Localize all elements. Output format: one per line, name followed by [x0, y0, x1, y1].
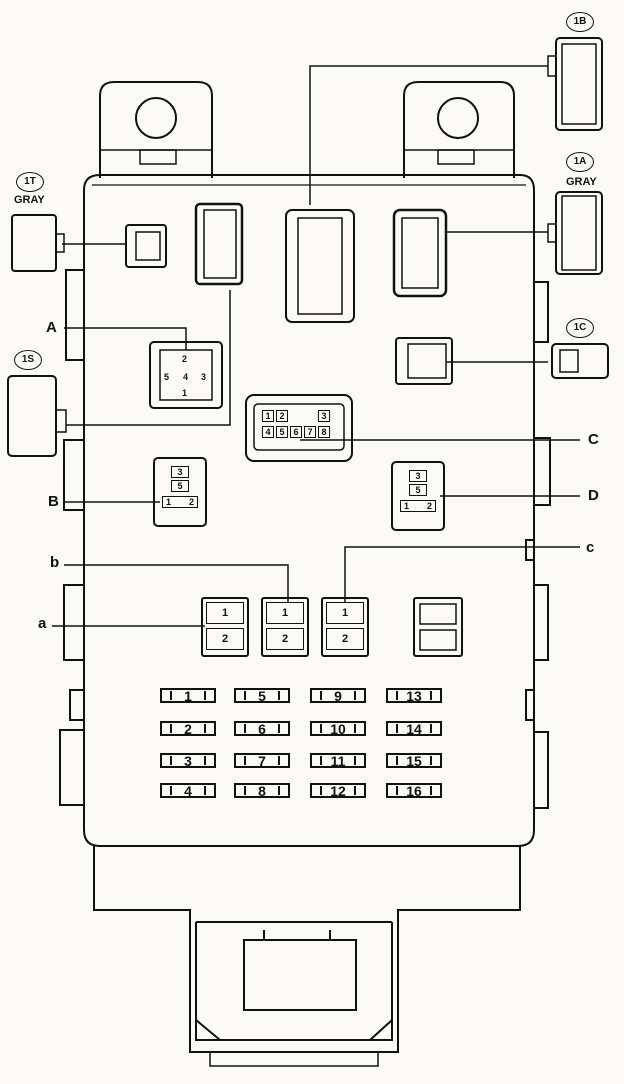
relay-c-cell-2: 2 [326, 628, 364, 650]
fuse-number: 1 [184, 688, 192, 704]
label-d-upper: D [588, 487, 599, 504]
pin: 7 [304, 426, 316, 438]
connector-a-pin: 3 [201, 372, 207, 382]
connector-c-pins: 1 2 3 4 5 6 7 8 [262, 410, 338, 438]
fuse-6: 6 [234, 721, 290, 737]
pin: 3 [409, 470, 427, 482]
relay-socket-b: 3 5 1 2 [162, 466, 198, 508]
fuse-1: 1 [160, 688, 216, 704]
connector-1t-tag: 1T [16, 172, 44, 192]
connector-a-pin: 5 [164, 372, 170, 382]
fuse-8: 8 [234, 783, 290, 799]
relay-a: 1 2 [206, 602, 244, 650]
connector-1t-color: GRAY [14, 194, 45, 206]
connector-1c-tag: 1C [566, 318, 594, 338]
fuse-number: 7 [258, 753, 266, 769]
pin: 2 [276, 410, 288, 422]
fuse-number: 12 [330, 783, 346, 799]
fuse-5: 5 [234, 688, 290, 704]
fuse-7: 7 [234, 753, 290, 769]
fuse-number: 15 [406, 753, 422, 769]
fuse-number: 8 [258, 783, 266, 799]
fuse-13: 13 [386, 688, 442, 704]
connector-a-pin: 2 [182, 354, 188, 364]
connector-1a-tag: 1A [566, 152, 594, 172]
fuse-15: 15 [386, 753, 442, 769]
fuse-number: 10 [330, 721, 346, 737]
pin: 5 [171, 480, 189, 492]
fuse-number: 13 [406, 688, 422, 704]
fuse-number: 3 [184, 753, 192, 769]
relay-a-cell-2: 2 [206, 628, 244, 650]
fuse-number: 14 [406, 721, 422, 737]
pin: 6 [290, 426, 302, 438]
connector-1b-tag: 1B [566, 12, 594, 32]
fuse-number: 16 [406, 783, 422, 799]
relay-socket-d: 3 5 1 2 [400, 470, 436, 512]
fuse-number: 11 [330, 753, 346, 769]
pin: 8 [318, 426, 330, 438]
connector-a-pin: 4 [183, 372, 189, 382]
fuse-4: 4 [160, 783, 216, 799]
fuse-number: 5 [258, 688, 266, 704]
pin: 1 [262, 410, 274, 422]
relay-c: 1 2 [326, 602, 364, 650]
fuse-11: 11 [310, 753, 366, 769]
fuse-9: 9 [310, 688, 366, 704]
label-a-lower: a [38, 615, 47, 632]
label-c-lower: c [586, 539, 595, 556]
relay-b-cell-1: 1 [266, 602, 304, 624]
pin: 2 [188, 497, 194, 507]
label-b-lower: b [50, 554, 60, 571]
relay-b: 1 2 [266, 602, 304, 650]
label-b-upper: B [48, 493, 59, 510]
pin: 5 [409, 484, 427, 496]
pin: 1 [404, 501, 410, 511]
pin: 5 [276, 426, 288, 438]
fuse-3: 3 [160, 753, 216, 769]
fuse-10: 10 [310, 721, 366, 737]
fuse-12: 12 [310, 783, 366, 799]
fuse-14: 14 [386, 721, 442, 737]
connector-1s-tag: 1S [14, 350, 42, 370]
pin: 1 [166, 497, 172, 507]
fuse-number: 2 [184, 721, 192, 737]
fuse-number: 4 [184, 783, 192, 799]
label-c-upper: C [588, 431, 599, 448]
label-a-upper: A [46, 319, 57, 336]
connector-a-pin: 1 [182, 388, 188, 398]
pin: 3 [318, 410, 330, 422]
pin: 3 [171, 466, 189, 478]
fuse-number: 6 [258, 721, 266, 737]
fuse-number: 9 [334, 688, 342, 704]
relay-b-cell-2: 2 [266, 628, 304, 650]
relay-a-cell-1: 1 [206, 602, 244, 624]
connector-1a-color: GRAY [566, 176, 597, 188]
relay-c-cell-1: 1 [326, 602, 364, 624]
fuse-2: 2 [160, 721, 216, 737]
pin: 4 [262, 426, 274, 438]
pin: 2 [426, 501, 432, 511]
fuse-16: 16 [386, 783, 442, 799]
